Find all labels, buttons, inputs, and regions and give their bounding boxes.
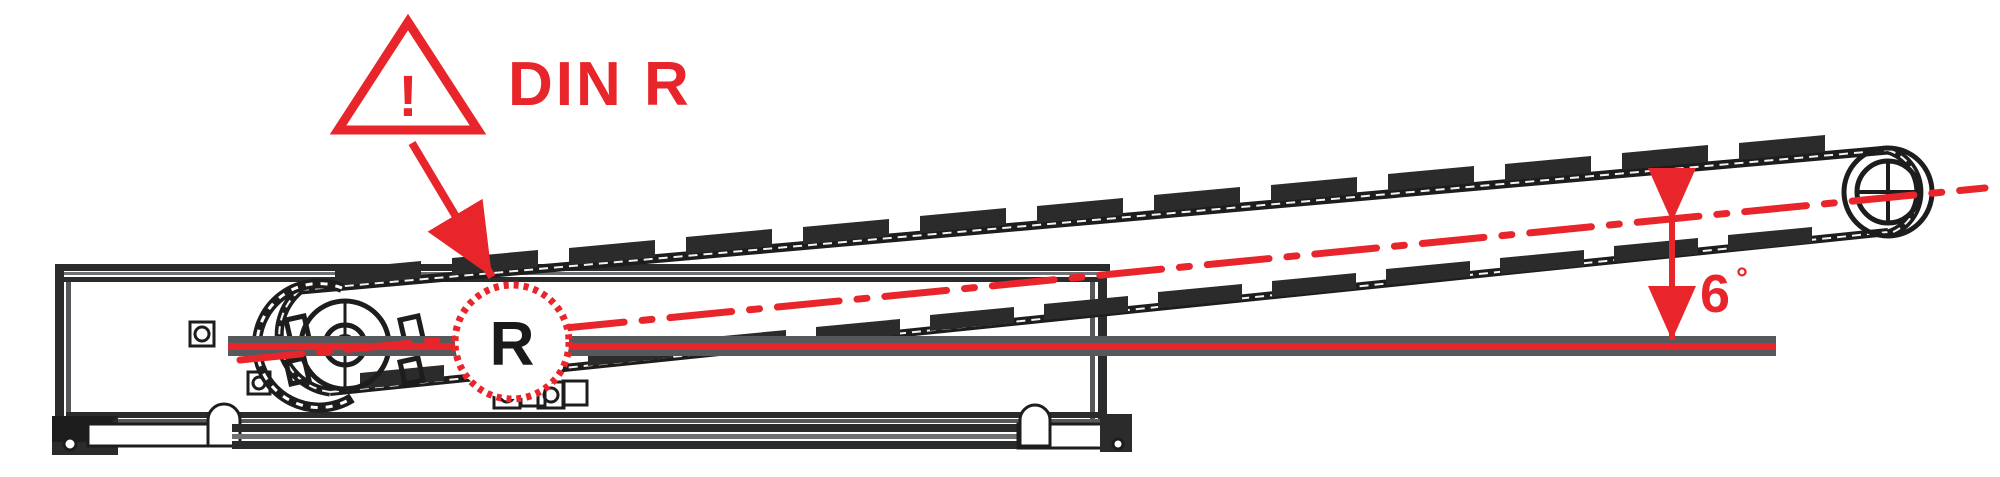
chain-link-plate (283, 355, 312, 387)
belt-cleat (920, 208, 1006, 233)
base-rail-upper (232, 424, 1110, 432)
return-roller-box-b (561, 379, 589, 407)
belt-wrap-tail-seam (1887, 149, 1920, 235)
belt-cleat (1272, 273, 1356, 297)
belt-cleat (1728, 227, 1812, 251)
support-foot-left (52, 402, 1110, 455)
base-rail-mid (232, 434, 1110, 439)
frame-left-upright-inner (66, 282, 71, 419)
warning-triangle-outline (329, 13, 487, 135)
belt-cleat (930, 307, 1014, 331)
frame-top-rail-highlight (62, 272, 1107, 275)
datum-red-line (228, 343, 1776, 350)
belt-wrap-drive-seam (278, 289, 331, 393)
foot-right-bolt (1111, 437, 1125, 451)
rotation-marker (451, 281, 573, 403)
belt-cleat (1037, 198, 1123, 223)
belt-cleat (1386, 261, 1470, 285)
tail-pulley (1841, 145, 1935, 239)
rotation-marker-label: R (490, 310, 535, 379)
belt-cleat (1271, 177, 1357, 202)
belt-cleat (1044, 296, 1128, 320)
belt-cleat (686, 229, 772, 254)
cleated-conveyor-belt-upper (299, 135, 1889, 295)
frame-bolt-a-box (188, 320, 216, 348)
warning-leader-arrow (408, 140, 496, 280)
horizontal-datum-line (228, 336, 1776, 356)
belt-cleat (1158, 284, 1242, 308)
support-foot-right (1016, 403, 1132, 452)
warning-triangle (329, 13, 487, 135)
chain-link-plate (397, 355, 426, 387)
belt-cleat (1154, 187, 1240, 212)
belt-cleat (1505, 156, 1591, 181)
foot-left-bolt (62, 436, 78, 452)
belt-cleat (1739, 135, 1825, 160)
frame-bottom-rail (66, 412, 1106, 418)
angle-degree-symbol: ° (1736, 262, 1748, 295)
belt-cleat (335, 261, 421, 286)
warning-text-label: DIN R (508, 50, 692, 119)
frame-bolt-a (193, 325, 211, 343)
angle-value-label: 6 (1700, 264, 1730, 324)
warning-exclamation-label: ! (398, 64, 417, 129)
frame-top-rail-lower (62, 277, 1107, 282)
base-rail-lower (232, 441, 1110, 449)
belt-upper-run-seam (299, 149, 1889, 291)
foot-right-clamp (1018, 403, 1052, 448)
belt-cleats-upper (335, 135, 1825, 286)
foot-left-plate (86, 422, 210, 448)
belt-cleat (803, 219, 889, 244)
frame-left-upright (55, 264, 64, 419)
belt-cleat (1622, 145, 1708, 170)
belt-cleat (1388, 166, 1474, 191)
belt-cleat (569, 240, 655, 265)
belt-cleat (1500, 250, 1584, 274)
rotation-marker-circle (451, 281, 573, 403)
leader-arrow-line (408, 140, 496, 280)
frame-bottom-rail-shadow (66, 419, 1106, 423)
